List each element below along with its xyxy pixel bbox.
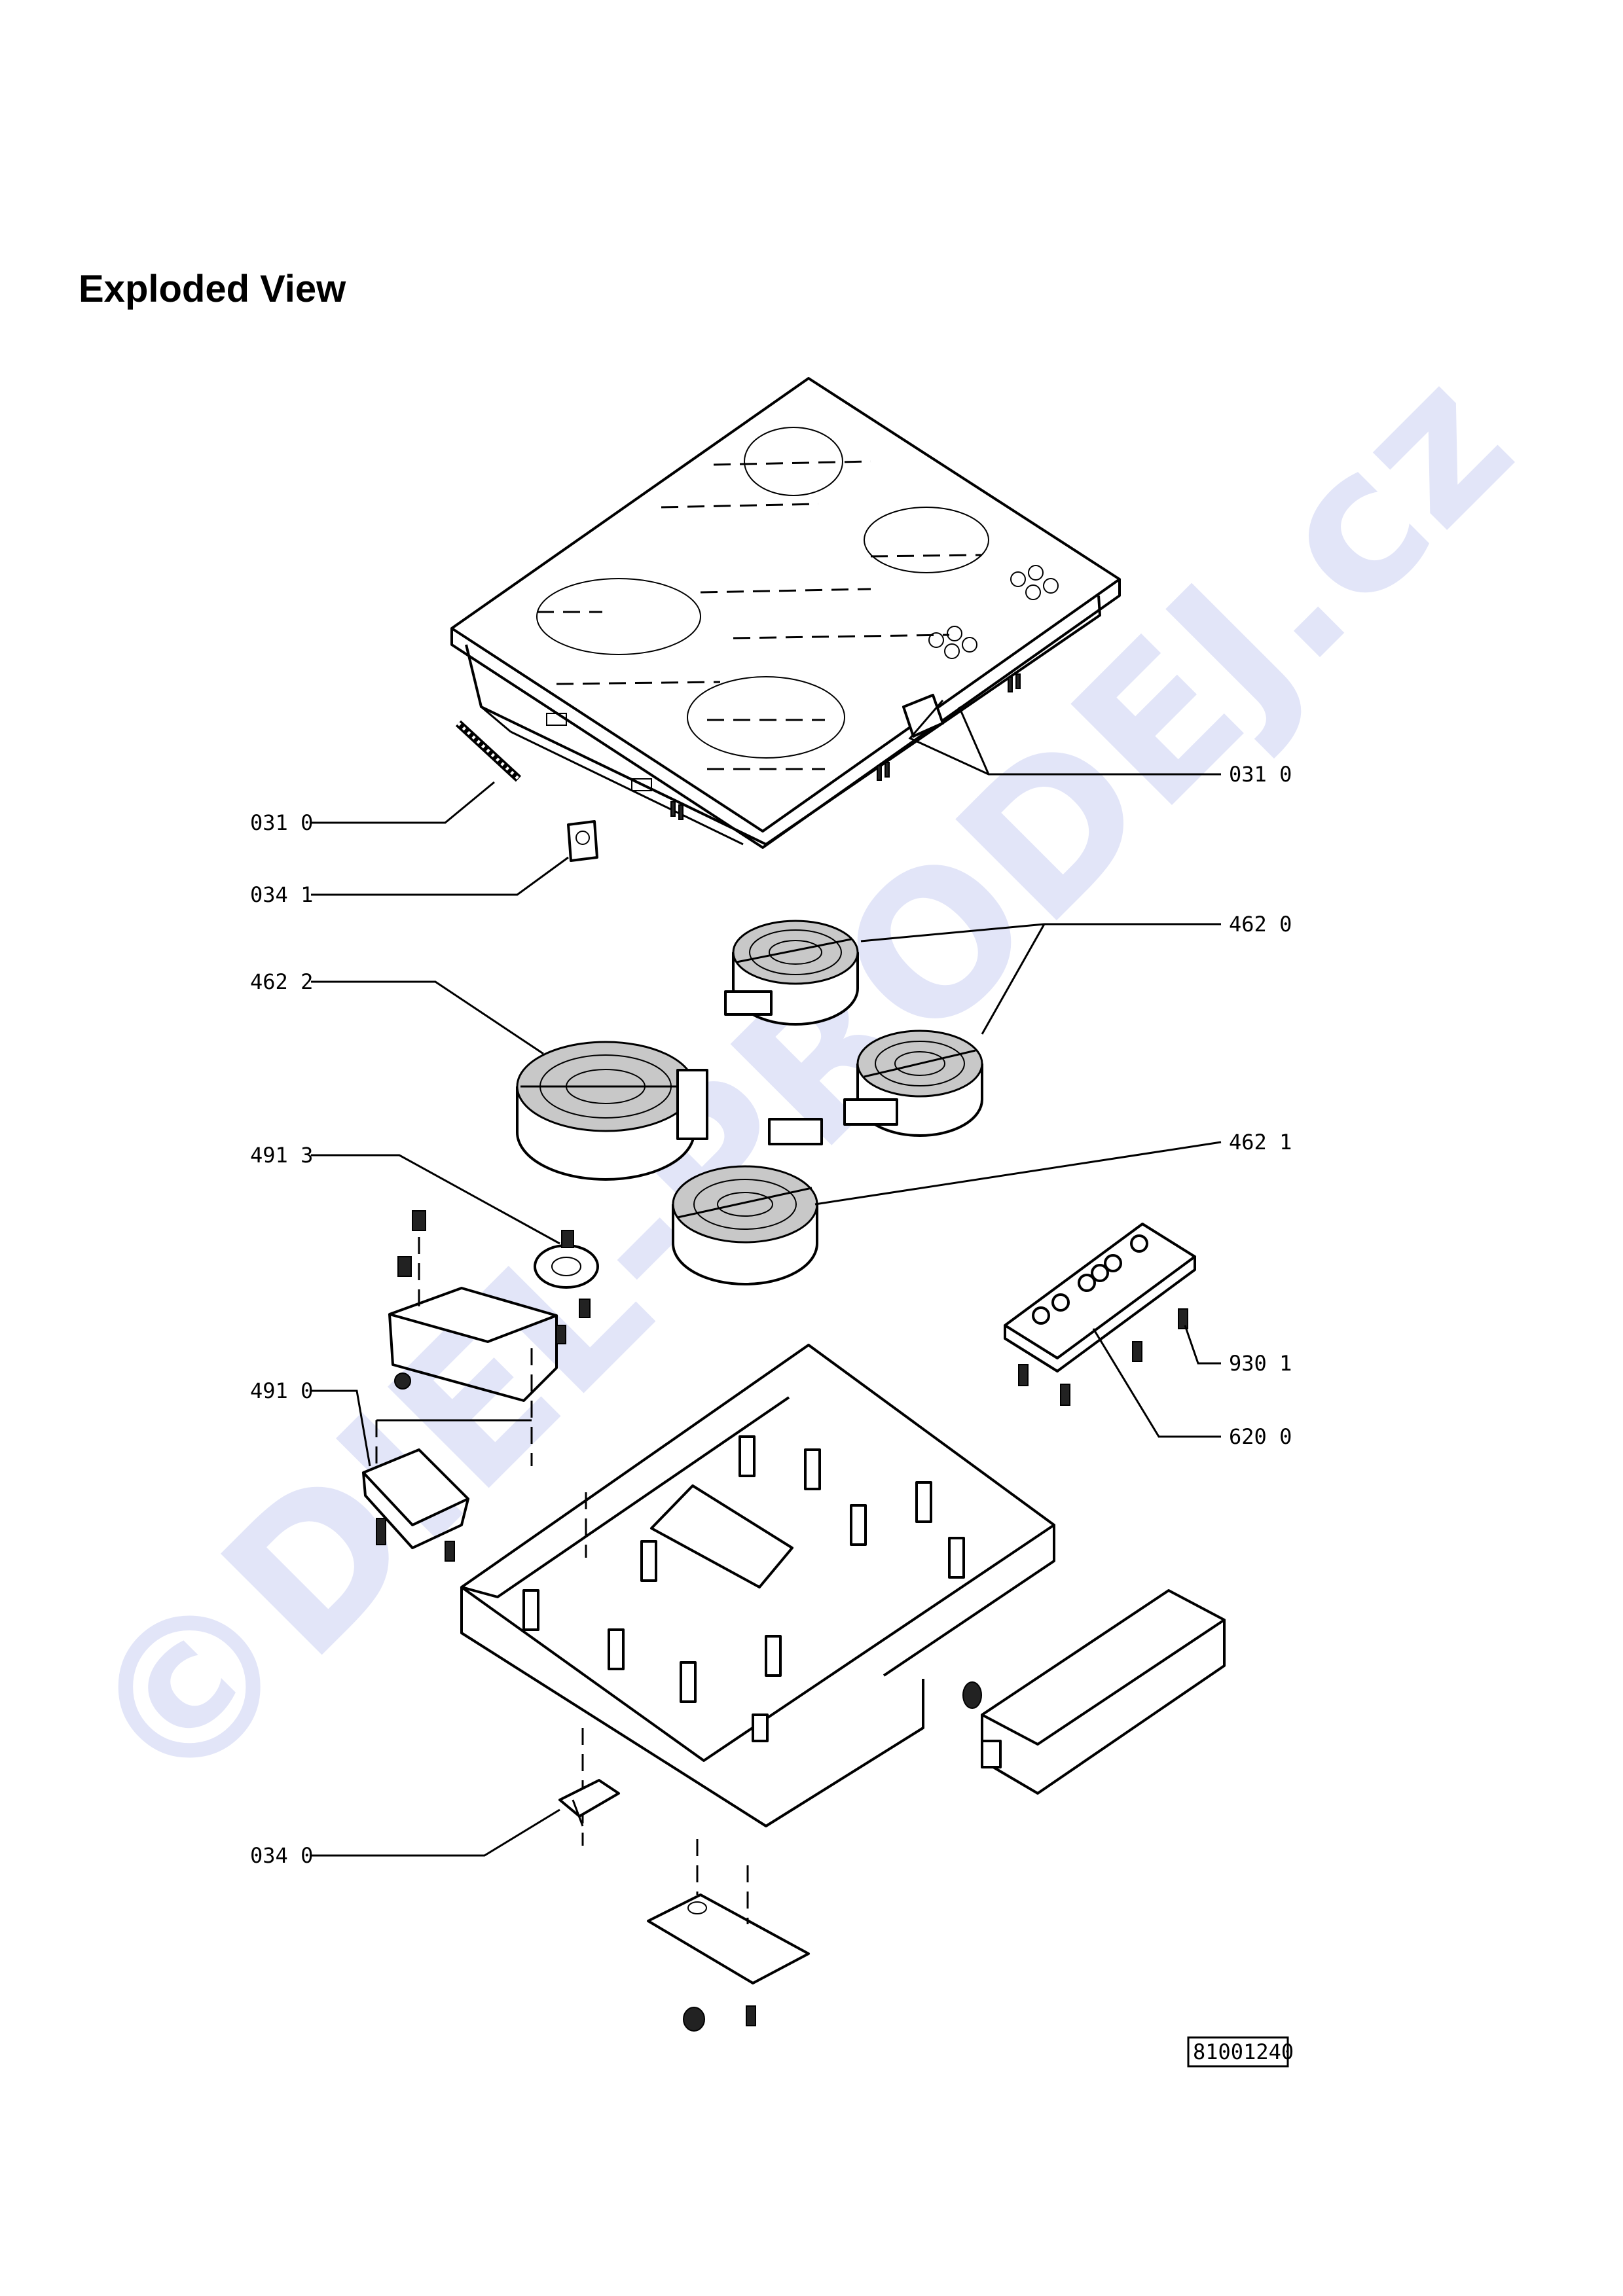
callout-031-0-right: 031 0 [1229, 762, 1292, 787]
callout-462-2: 462 2 [250, 969, 313, 994]
thermostat-limiter [534, 1230, 599, 1344]
frame-bracket-left [455, 720, 522, 782]
heating-element-top [724, 920, 859, 1026]
callout-034-0: 034 0 [250, 1843, 313, 1868]
callout-462-1: 462 1 [1229, 1130, 1292, 1155]
callout-462-0: 462 0 [1229, 912, 1292, 937]
heating-element-large-left [516, 1041, 708, 1181]
fixing-clip-small [567, 820, 598, 862]
callout-034-1: 034 1 [250, 882, 313, 907]
heating-element-middle [843, 1030, 983, 1137]
bottom-tray [460, 1344, 1055, 1846]
terminal-block [362, 1419, 532, 1562]
callout-491-0: 491 0 [250, 1378, 313, 1403]
fixing-clip-bottom [558, 1779, 620, 1827]
callout-620-0: 620 0 [1229, 1424, 1292, 1449]
callout-031-0-left: 031 0 [250, 810, 313, 835]
terminal-block-bracket [388, 1210, 558, 1466]
leader-lines [311, 700, 1222, 1857]
page-title: Exploded View [79, 268, 346, 310]
side-channel [962, 1589, 1226, 1795]
drawing-number: 81001240 [1193, 2039, 1294, 2064]
heating-element-front [672, 1118, 823, 1285]
callout-930-1: 930 1 [1229, 1351, 1292, 1376]
drawing-number-box: 81001240 [1187, 2036, 1294, 2068]
cover-plate [647, 1839, 810, 2032]
cooktop-glass-panel [450, 377, 1121, 849]
callout-491-3: 491 3 [250, 1143, 313, 1168]
control-board [1004, 1223, 1196, 1406]
